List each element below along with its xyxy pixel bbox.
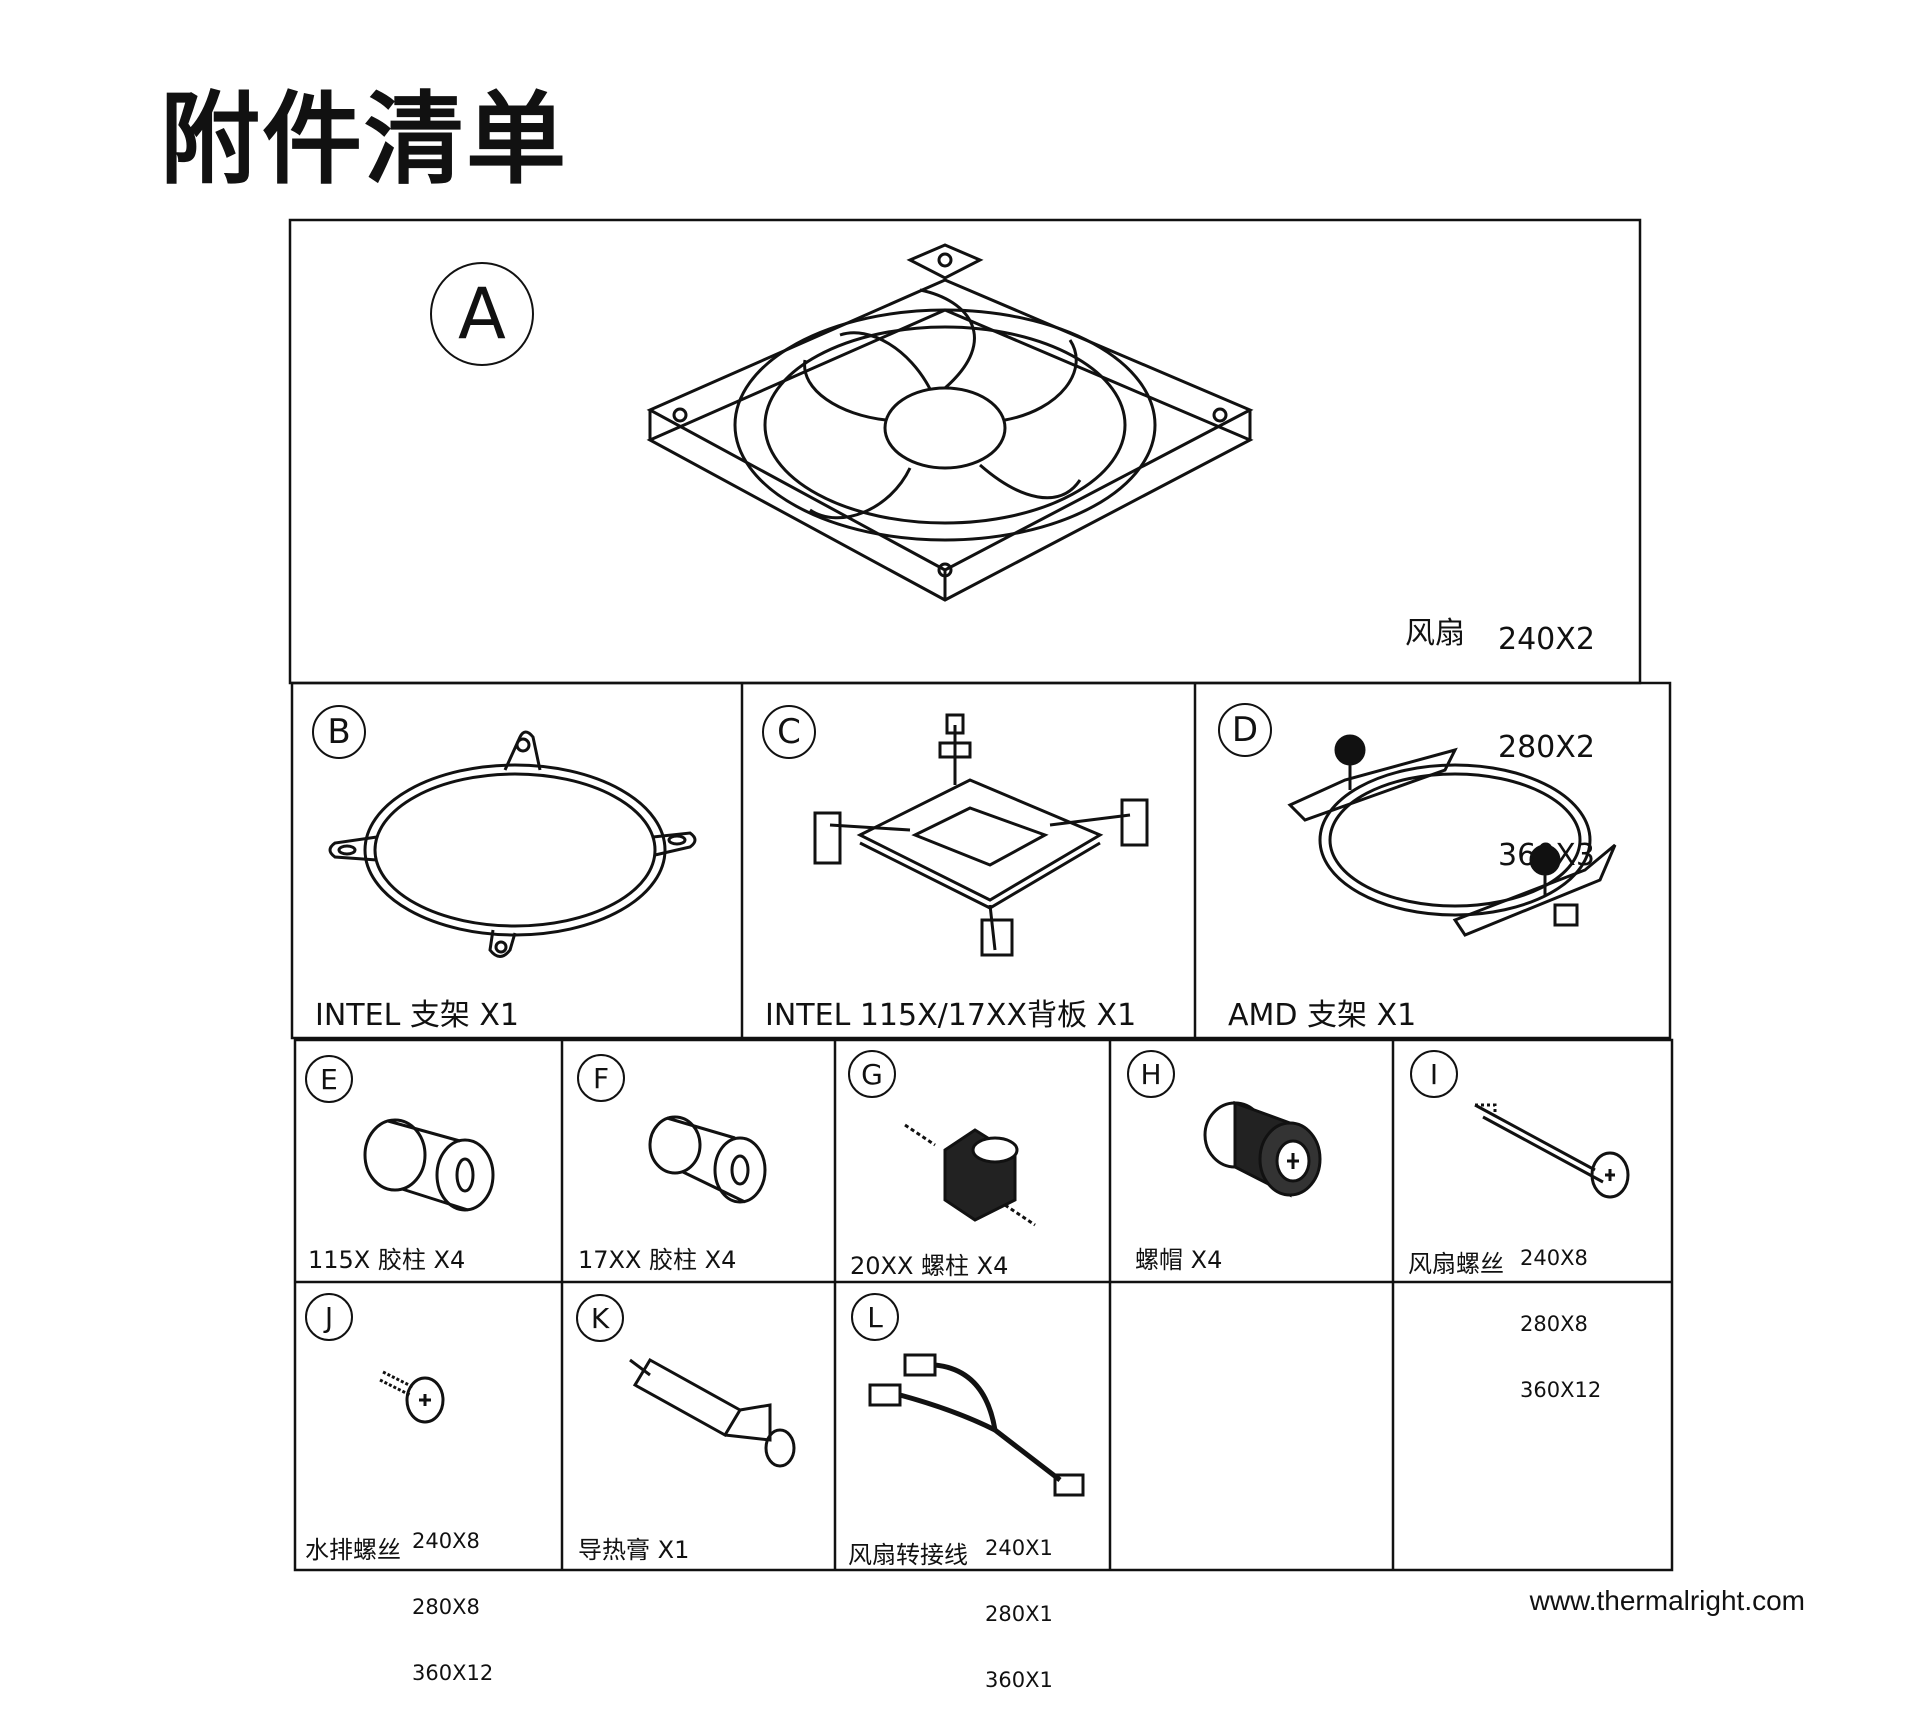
item-k-caption: 导热膏 X1: [578, 1536, 690, 1564]
parts-grid: [288, 218, 1674, 1572]
item-l-badge: L: [851, 1293, 899, 1341]
item-g-caption: 20XX 螺柱 X4: [850, 1252, 1009, 1280]
fan-illustration: [646, 243, 1254, 602]
qty-240: 240X1: [985, 1536, 1053, 1560]
item-g-badge: G: [848, 1050, 896, 1098]
item-d-badge: D: [1218, 703, 1272, 757]
website-url: www.thermalright.com: [1529, 1585, 1805, 1616]
item-i-name: 风扇螺丝: [1408, 1250, 1504, 1278]
page-title: 附件清单: [160, 81, 568, 198]
qty-360: 360X12: [412, 1661, 494, 1685]
item-j-quantities: 240X8 280X8 360X12: [412, 1486, 493, 1728]
qty-280: 280X1: [985, 1602, 1053, 1626]
item-c-badge: C: [762, 705, 816, 759]
item-i-quantities: 240X8 280X8 360X12: [1520, 1203, 1601, 1445]
item-a-name: 风扇: [1405, 616, 1465, 651]
fan-splitter-cable-illustration: [868, 1353, 1085, 1497]
nut-illustration: [1203, 1100, 1322, 1198]
item-k-badge: K: [576, 1294, 624, 1342]
item-l-name: 风扇转接线: [848, 1541, 968, 1569]
item-d-caption: AMD 支架 X1: [1228, 998, 1417, 1033]
item-b-badge: B: [312, 705, 366, 759]
thermal-paste-illustration: [629, 1357, 796, 1468]
item-c-caption: INTEL 115X/17XX背板 X1: [765, 998, 1137, 1033]
qty-280: 280X8: [1520, 1312, 1588, 1336]
item-h-caption: 螺帽 X4: [1135, 1246, 1223, 1274]
17xx-post-illustration: [648, 1115, 767, 1204]
item-e-caption: 115X 胶柱 X4: [308, 1246, 466, 1274]
qty-360: 360X12: [1520, 1378, 1602, 1402]
item-l-quantities: 240X1 280X1 360X1: [985, 1493, 1053, 1735]
qty-240: 240X8: [412, 1529, 480, 1553]
item-f-caption: 17XX 胶柱 X4: [578, 1246, 737, 1274]
radiator-screw-illustration: [379, 1370, 445, 1424]
item-i-badge: I: [1410, 1050, 1458, 1098]
intel-bracket-illustration: [328, 730, 697, 958]
qty-360: 360X1: [985, 1668, 1053, 1692]
item-j-badge: J: [305, 1293, 353, 1341]
item-e-badge: E: [305, 1055, 353, 1103]
item-b-caption: INTEL 支架 X1: [315, 998, 519, 1033]
qty-280: 280X2: [1498, 730, 1595, 765]
amd-bracket-illustration: [1287, 734, 1617, 937]
item-h-badge: H: [1127, 1050, 1175, 1098]
20xx-standoff-illustration: [904, 1123, 1036, 1227]
qty-240: 240X8: [1520, 1246, 1588, 1270]
item-j-name: 水排螺丝: [305, 1536, 401, 1564]
fan-screw-illustration: [1474, 1103, 1630, 1199]
115x-post-illustration: [363, 1118, 495, 1212]
backplate-illustration: [813, 713, 1149, 957]
item-f-badge: F: [577, 1054, 625, 1102]
qty-240: 240X2: [1498, 622, 1595, 657]
qty-280: 280X8: [412, 1595, 480, 1619]
item-a-badge: A: [430, 262, 534, 366]
